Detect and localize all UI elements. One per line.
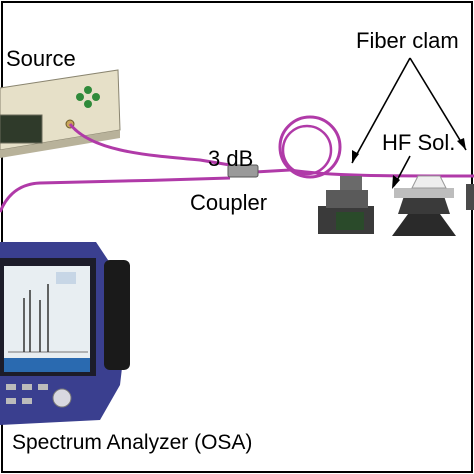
fiber-coupler-to-spool	[254, 168, 291, 174]
fiber-source-to-coupler	[68, 123, 231, 167]
source-display	[0, 114, 43, 144]
arrow-fiber-clamp-left	[351, 57, 411, 164]
label-coupler-ratio: 3 dB	[208, 146, 254, 171]
osa-handle	[104, 260, 130, 370]
source-keypad	[76, 86, 100, 108]
coupler-body	[227, 164, 259, 178]
hf-solution-stage	[392, 175, 456, 236]
fiber-clamp-left	[318, 176, 374, 234]
osa-device	[0, 242, 130, 425]
label-source: Source	[6, 46, 76, 71]
light-source-device	[0, 69, 121, 158]
label-osa: Spectrum Analyzer (OSA)	[12, 431, 253, 454]
arrow-fiber-clamp-right	[409, 57, 467, 151]
fiber-spool-loop-inner	[281, 124, 333, 176]
osa-screen	[4, 266, 90, 358]
fiber-coupler-to-osa	[0, 176, 231, 213]
hf-solution-droplet	[411, 175, 447, 189]
label-hf-solution: HF Sol.	[382, 130, 456, 155]
osa-trace	[8, 272, 88, 353]
fiber-spool-loop-outer	[278, 115, 342, 179]
osa-screen-footer	[4, 358, 90, 372]
label-fiber-clamp: Fiber clam	[356, 28, 459, 53]
osa-buttons	[6, 384, 72, 408]
label-coupler: Coupler	[190, 190, 268, 215]
fiber-to-samples	[289, 168, 474, 178]
fiber-clamp-right	[466, 184, 474, 210]
